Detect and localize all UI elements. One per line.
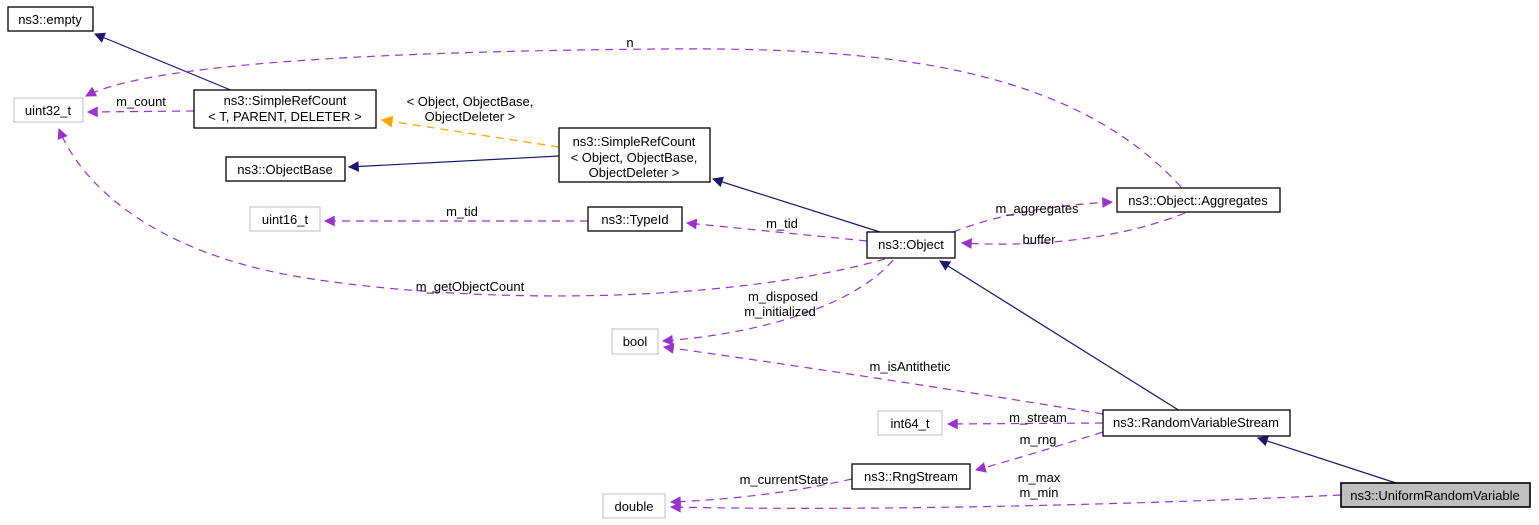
edge-label-m-count: m_count [116,94,166,109]
edge-usage-randomvariablestream-mrng-rngstream [974,431,1104,473]
node-label-line2: < Object, ObjectBase, [571,150,698,165]
edge-usage-aggregates-n-uint32 [85,48,1182,188]
edge-usage-randomvariablestream-mstream-int64 [946,418,1104,430]
node-label: ns3::ObjectBase [237,162,332,177]
node-box [1102,409,1291,437]
edge-label-m-tid-typeid: m_tid [446,204,478,219]
edge-usage-simplerefcountT-mcount-uint32 [86,106,195,118]
node-box [587,206,683,232]
node-int64-t: int64_t [877,410,943,436]
edge-template-simplerefcountObj-to-simplerefcountT [380,115,560,148]
node-label-line2: < T, PARENT, DELETER > [208,109,361,124]
edge-label-template-args-line1: < Object, ObjectBase, [407,94,534,109]
node-uint16-t: uint16_t [249,206,321,232]
node-box [1340,482,1531,508]
node-box [877,410,943,436]
edge-label-n: n [626,35,633,50]
edge-inheritance-uniformrandomvariable-to-randomvariablestream [1256,435,1397,484]
edge-label-buffer: buffer [1022,232,1056,247]
node-box [193,89,377,129]
edge-inheritance-simplerefcountT-to-empty [94,32,234,92]
node-ns3-randomvariablestream[interactable]: ns3::RandomVariableStream [1102,409,1291,437]
edge-label-m-currentstate: m_currentState [740,472,829,487]
edge-label-m-getobjectcount: m_getObjectCount [416,279,525,294]
edge-label-m-aggregates: m_aggregates [995,201,1079,216]
node-label: uint16_t [262,212,309,227]
node-label-line1: ns3::SimpleRefCount [224,93,347,108]
node-box [1116,187,1281,213]
node-ns3-typeid[interactable]: ns3::TypeId [587,206,683,232]
node-box [558,127,711,183]
node-double: double [602,493,666,519]
edge-label-m-max: m_max [1018,470,1061,485]
edge-label-m-rng: m_rng [1020,432,1057,447]
node-ns3-simplerefcount-object-objectbase-objectdeleter[interactable]: ns3::SimpleRefCount < Object, ObjectBase… [558,127,711,183]
node-label: ns3::RngStream [864,469,958,484]
node-label: uint32_t [25,103,72,118]
node-ns3-empty[interactable]: ns3::empty [7,6,94,32]
node-box [249,206,321,232]
node-box [866,231,956,259]
edge-inheritance-randomvariablestream-to-object [939,260,1181,412]
edge-usage-aggregates-buffer-object [960,212,1186,249]
edge-label-m-disposed: m_disposed [748,289,818,304]
edge-usage-randomvariablestream-misantithetic-bool [662,342,1104,415]
edge-usage-object-mtid-typeid [685,218,868,242]
node-ns3-rngstream[interactable]: ns3::RngStream [851,463,971,490]
node-label-line1: ns3::SimpleRefCount [573,134,696,149]
edge-label-m-initialized: m_initialized [744,304,816,319]
node-label: ns3::Object [878,237,944,252]
node-uint32-t: uint32_t [13,97,84,123]
node-ns3-objectbase[interactable]: ns3::ObjectBase [225,156,346,182]
node-bool: bool [611,328,659,355]
node-box [13,97,84,123]
node-box [851,463,971,490]
edge-label-template-args-line2: ObjectDeleter > [425,109,516,124]
node-ns3-simplerefcount-t-parent-deleter[interactable]: ns3::SimpleRefCount < T, PARENT, DELETER… [193,89,377,129]
node-ns3-object-aggregates[interactable]: ns3::Object::Aggregates [1116,187,1281,213]
node-label: ns3::TypeId [601,212,668,227]
node-label: int64_t [890,416,929,431]
node-label-line3: ObjectDeleter > [589,165,680,180]
edge-usage-object-maggregates-aggregates [952,197,1114,233]
node-label: bool [623,334,648,349]
edge-label-m-tid-object: m_tid [766,216,798,231]
edge-label-m-min: m_min [1019,485,1058,500]
node-ns3-object[interactable]: ns3::Object [866,231,956,259]
edge-usage-uniformrandomvariable-mmaxmin-double [669,494,1342,513]
edge-label-m-isantithetic: m_isAntithetic [870,359,951,374]
node-label: double [614,499,653,514]
node-box [225,156,346,182]
edge-label-m-stream: m_stream [1009,410,1067,425]
node-label: ns3::RandomVariableStream [1113,415,1279,430]
edge-usage-object-mgetobjectcount-uint32 [57,127,886,297]
node-label: ns3::UniformRandomVariable [1350,488,1520,503]
edge-inheritance-simplerefcountObj-to-objectbase [347,155,560,172]
node-box [7,6,94,32]
edge-inheritance-object-to-simplerefcountObj [711,176,881,233]
node-box [602,493,666,519]
node-ns3-uniformrandomvariable-current: ns3::UniformRandomVariable [1340,482,1531,508]
node-label: ns3::Object::Aggregates [1128,193,1268,208]
node-box [611,328,659,355]
node-label: ns3::empty [18,12,82,27]
edge-usage-object-mdisposed-bool [661,259,894,346]
